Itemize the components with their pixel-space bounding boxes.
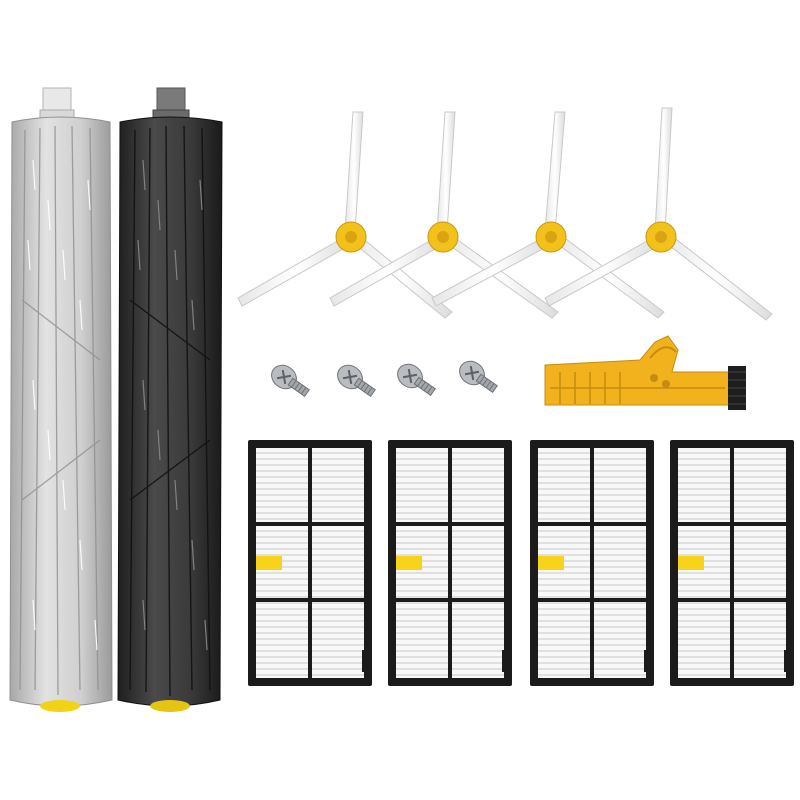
side-brush-3 [431,111,665,319]
screw-2 [337,364,376,398]
side-brush-2 [329,111,559,319]
screw-4 [459,360,498,394]
filter-2 [388,440,512,686]
cleaning-tool [544,335,746,410]
filter-3 [530,440,654,686]
side-brush-4 [544,107,773,321]
side-brush-1 [237,111,453,319]
screw-3 [397,363,436,397]
screw-1 [271,364,310,398]
gray-roller [9,87,113,712]
black-roller [117,87,223,712]
filter-4 [670,440,794,686]
filter-1 [248,440,372,686]
